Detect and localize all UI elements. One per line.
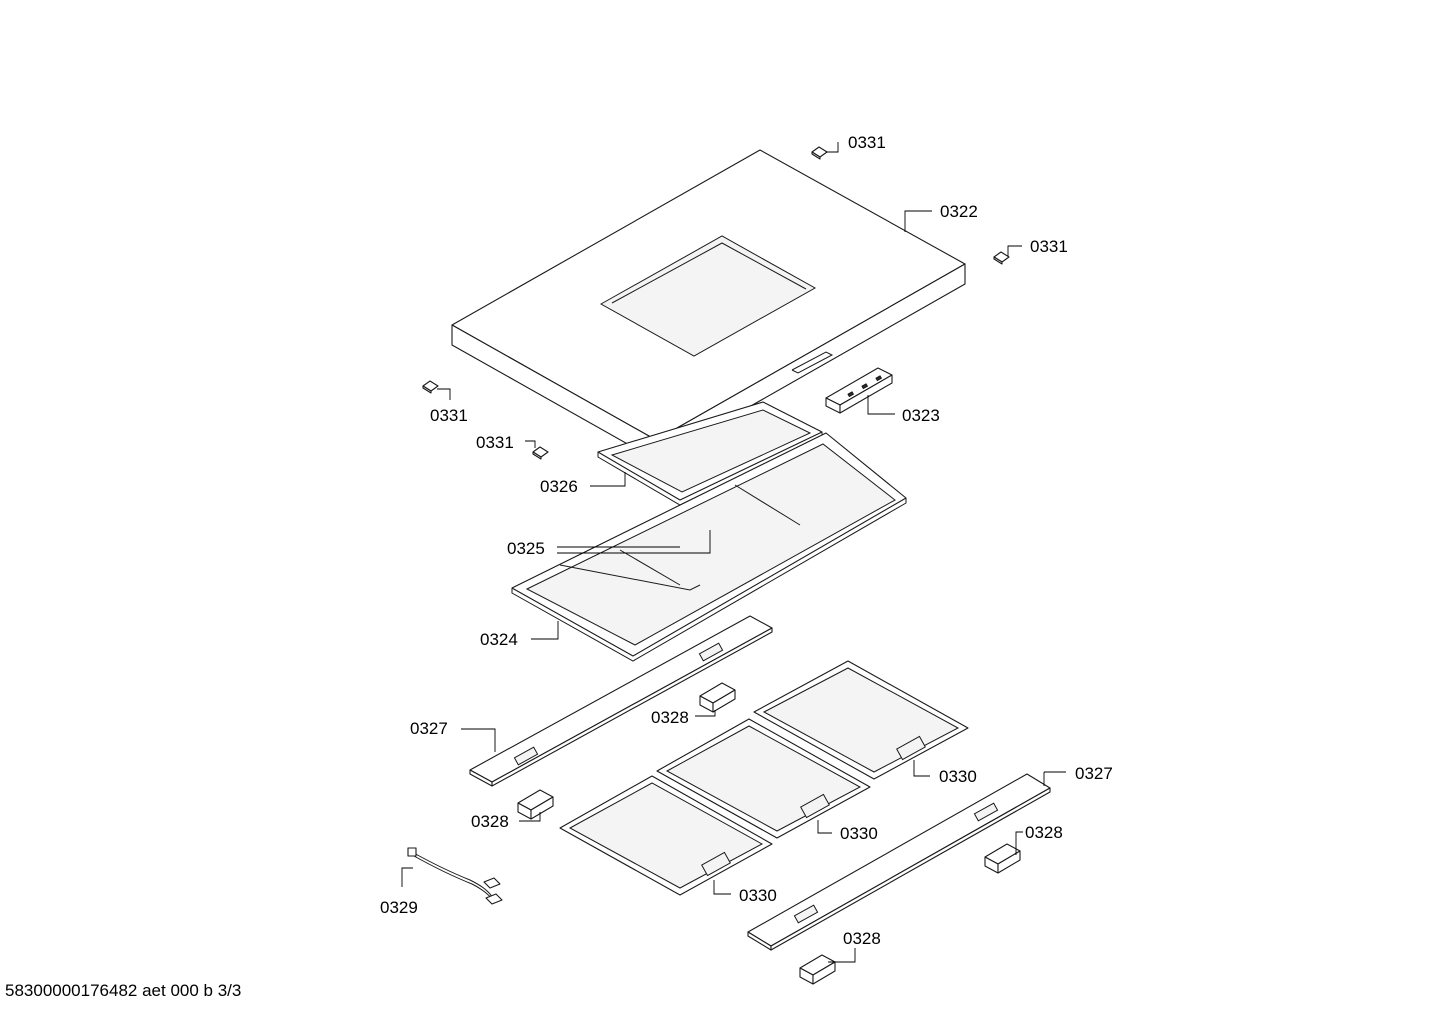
part-0324-housing bbox=[511, 432, 907, 662]
callout-0328-b: 0328 bbox=[1025, 823, 1063, 842]
callout-0331-left: 0331 bbox=[430, 406, 468, 425]
part-0330-filter-a bbox=[753, 660, 969, 780]
part-0328-clip-d bbox=[799, 954, 836, 985]
callout-0330-a: 0330 bbox=[939, 767, 977, 786]
part-0326-frame bbox=[597, 401, 823, 506]
callout-0331-top: 0331 bbox=[848, 133, 886, 152]
callout-0325: 0325 bbox=[507, 539, 545, 558]
callout-0323: 0323 bbox=[902, 406, 940, 425]
callout-0331-right: 0331 bbox=[1030, 237, 1068, 256]
part-0331-pad-right bbox=[993, 251, 1010, 265]
part-0328-clip-c bbox=[984, 843, 1021, 874]
part-0329-cable-harness bbox=[407, 847, 503, 905]
callout-0330-c: 0330 bbox=[739, 886, 777, 905]
callout-0331-mid: 0331 bbox=[476, 433, 514, 452]
part-0328-clip-b bbox=[517, 789, 554, 820]
part-0323-control-module bbox=[825, 367, 893, 414]
part-0327-rail-left bbox=[469, 615, 773, 787]
callout-0322: 0322 bbox=[940, 202, 978, 221]
part-0327-rail-right bbox=[747, 773, 1051, 951]
callout-0326: 0326 bbox=[540, 477, 578, 496]
part-0322-cover-plate bbox=[451, 149, 966, 461]
callout-0328-c: 0328 bbox=[471, 812, 509, 831]
leader-lines bbox=[401, 142, 1066, 963]
callout-0327-right: 0327 bbox=[1075, 764, 1113, 783]
document-id-footer: 58300000176482 aet 000 b 3/3 bbox=[5, 981, 242, 1000]
part-0331-pad-left bbox=[422, 380, 439, 394]
callout-0324: 0324 bbox=[480, 630, 518, 649]
callout-0327-left: 0327 bbox=[410, 719, 448, 738]
callout-0330-b: 0330 bbox=[840, 824, 878, 843]
part-0330-filter-b bbox=[656, 718, 871, 839]
callout-0328-a: 0328 bbox=[651, 708, 689, 727]
part-0331-pad-top bbox=[811, 146, 828, 160]
callout-labels: 0331 0322 0331 0331 0323 0331 0326 0325 … bbox=[380, 133, 1113, 948]
part-0328-clip-a bbox=[699, 682, 736, 713]
part-0331-pad-mid bbox=[532, 446, 549, 460]
callout-0329: 0329 bbox=[380, 898, 418, 917]
callout-0328-d: 0328 bbox=[843, 929, 881, 948]
part-0330-filter-c bbox=[559, 775, 773, 896]
